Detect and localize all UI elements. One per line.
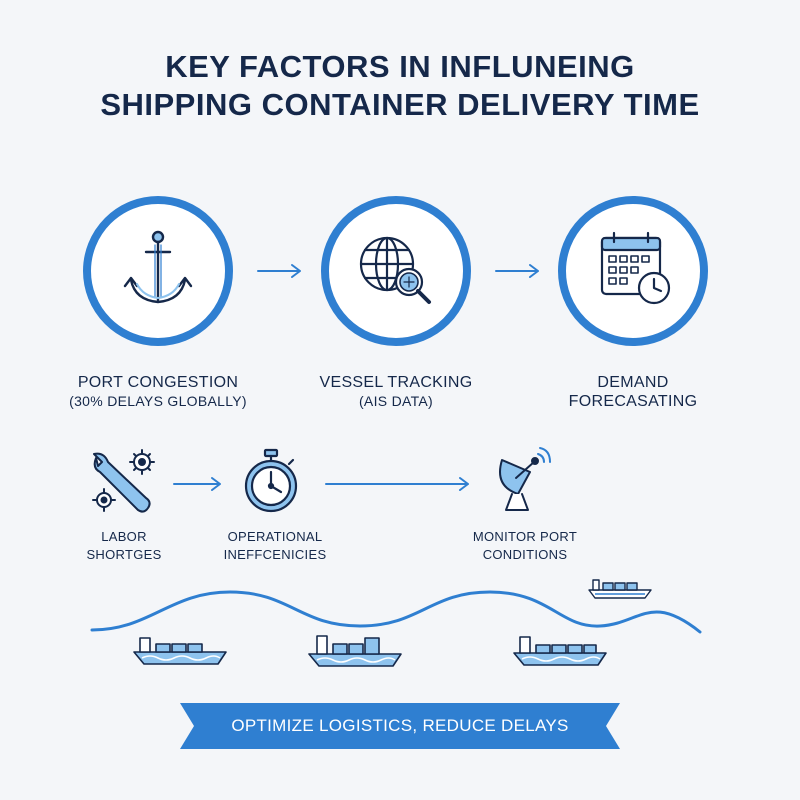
arrow-right-icon [495,264,539,278]
factor-title: VESSEL TRACKING [319,374,473,391]
factor-subtitle: FORECASATING [568,393,698,410]
call-to-action-banner: OPTIMIZE LOGISTICS, REDUCE DELAYS [180,703,620,749]
factor-label-port-congestion: PORT CONGESTION (30% DELAYS GLOBALLY) [40,373,276,411]
secondary-line-1: MONITOR PORT [472,529,578,544]
demand-forecasting-circle [558,196,708,346]
title-line-1: KEY FACTORS IN INFLUNEING [165,49,635,84]
ribbon-shape [180,703,620,749]
secondary-line-2: INEFFCENICIES [223,547,327,562]
vessel-tracking-circle [321,196,471,346]
arrow-right-icon [325,477,469,491]
factor-label-demand-forecasting: DEMAND FORECASATING [533,373,733,411]
title-line-2: SHIPPING CONTAINER DELIVERY TIME [100,87,700,122]
factor-title: DEMAND [597,374,669,391]
factor-label-operational-inefficiencies: OPERATIONAL INEFFCENICIES [205,528,345,564]
wrench-gears-icon [92,449,155,513]
factor-label-labor-shortages: LABOR SHORTGES [64,528,184,564]
secondary-line-1: OPERATIONAL [227,529,323,544]
secondary-line-2: SHORTGES [86,547,162,562]
globe-search-icon [359,236,431,304]
banner-text: OPTIMIZE LOGISTICS, REDUCE DELAYS [231,716,569,735]
stopwatch-icon [244,448,298,513]
arrow-right-icon [257,264,301,278]
ocean-wave-illustration [90,590,702,634]
factor-title: PORT CONGESTION [77,374,239,391]
port-congestion-circle [83,196,233,346]
cargo-ship-icon [588,579,652,599]
factor-subtitle: (30% DELAYS GLOBALLY) [69,393,247,409]
secondary-line-2: CONDITIONS [482,547,568,562]
anchor-icon [123,230,193,304]
factor-label-monitor-port: MONITOR PORT CONDITIONS [455,528,595,564]
cargo-ship-icon [513,636,607,666]
cargo-ship-icon [133,637,227,665]
factor-subtitle: (AIS DATA) [358,393,434,409]
calendar-clock-icon [600,231,671,305]
factor-label-vessel-tracking: VESSEL TRACKING (AIS DATA) [296,373,496,411]
page-title: KEY FACTORS IN INFLUNEING SHIPPING CONTA… [0,48,800,124]
satellite-dish-icon [499,447,551,511]
arrow-right-icon [173,477,221,491]
cargo-ship-icon [308,635,402,667]
secondary-line-1: LABOR [101,529,147,544]
